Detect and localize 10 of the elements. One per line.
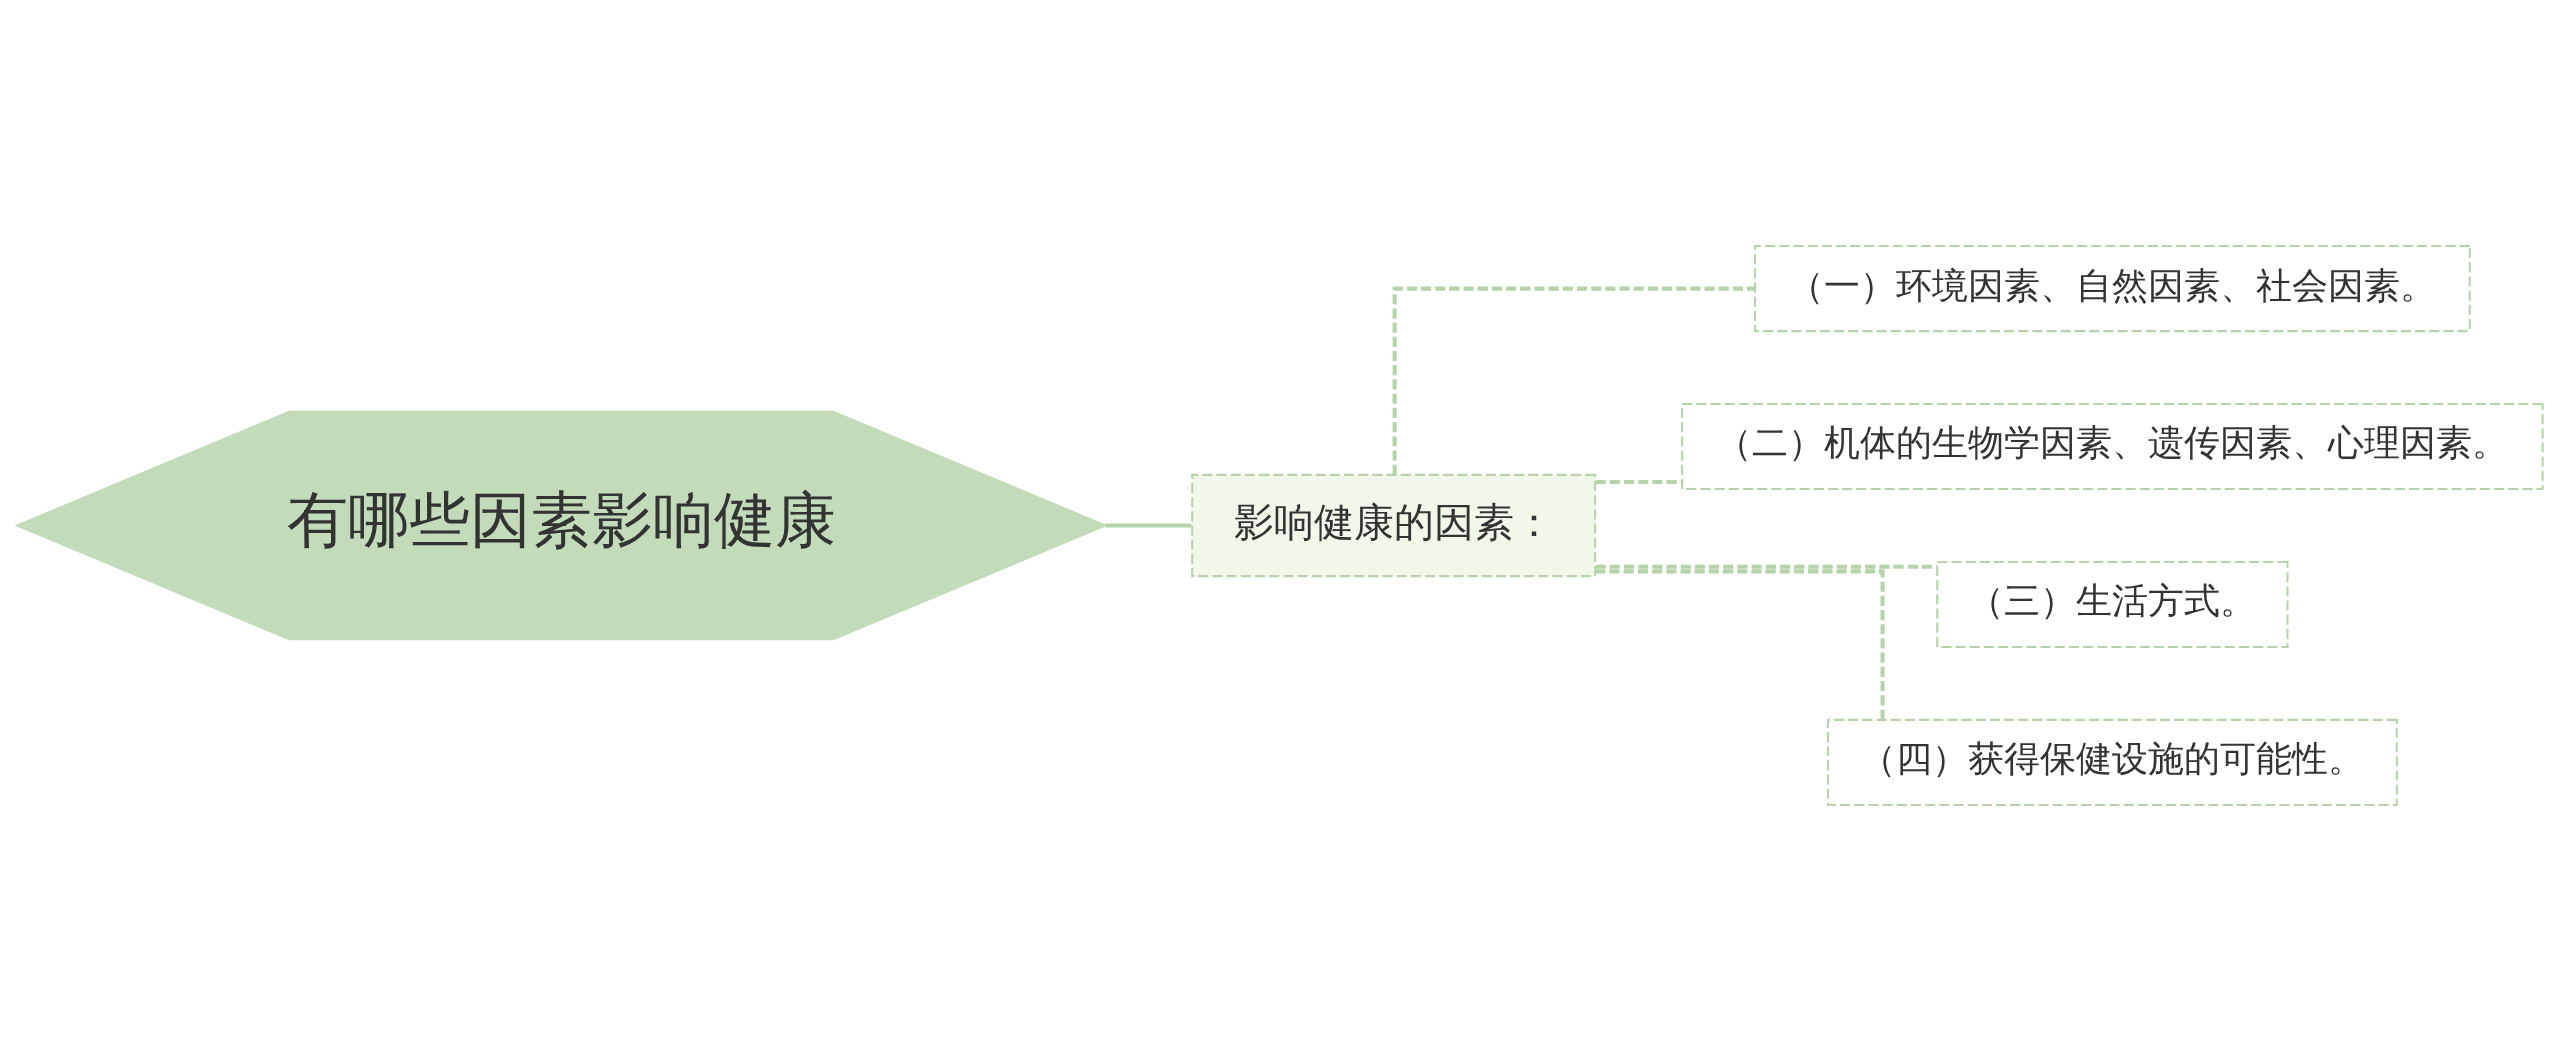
node-box: （一）环境因素、自然因素、社会因素。: [1754, 244, 2471, 332]
connector: [1595, 568, 1885, 719]
node-box: 影响健康的因素：: [1191, 473, 1597, 577]
connector: [1595, 479, 1682, 484]
node-box: （二）机体的生物学因素、遗传因素、心理因素。: [1681, 402, 2544, 490]
connector: [1595, 564, 1937, 569]
node-box: （四）获得保健设施的可能性。: [1826, 718, 2398, 806]
node-box: （三）生活方式。: [1936, 560, 2289, 648]
connector: [1105, 522, 1192, 528]
connector: [1392, 286, 1755, 475]
